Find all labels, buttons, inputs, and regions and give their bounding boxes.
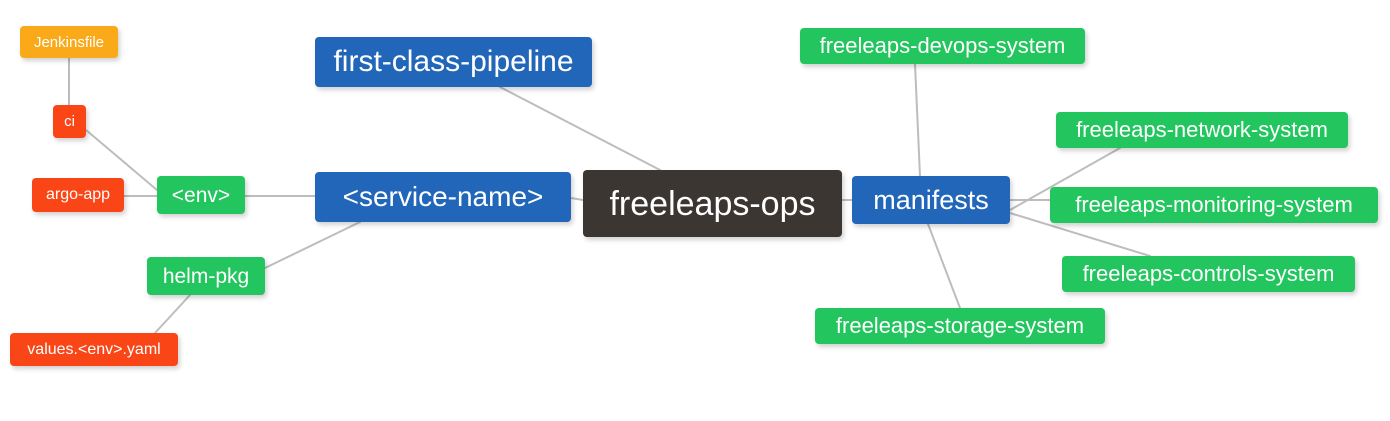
mindmap-node-freeleaps-devops-system[interactable]: freeleaps-devops-system: [800, 28, 1085, 64]
node-label-first-class-pipeline: first-class-pipeline: [333, 45, 574, 78]
mindmap-node-manifests[interactable]: manifests: [852, 176, 1010, 224]
node-label-env: <env>: [171, 183, 231, 207]
node-label-freeleaps-ops: freeleaps-ops: [609, 184, 816, 223]
mindmap-node-ci[interactable]: ci: [53, 105, 86, 138]
edge-manifests-to-freeleaps-storage-system: [927, 223, 961, 309]
node-label-freeleaps-controls-system: freeleaps-controls-system: [1082, 261, 1335, 286]
mindmap-node-helm-pkg[interactable]: helm-pkg: [147, 257, 265, 295]
mindmap-node-first-class-pipeline[interactable]: first-class-pipeline: [315, 37, 592, 87]
node-label-values-yaml: values.<env>.yaml: [27, 340, 161, 358]
node-label-freeleaps-devops-system: freeleaps-devops-system: [819, 33, 1066, 58]
node-label-service-name: <service-name>: [342, 181, 544, 212]
node-label-freeleaps-monitoring-system: freeleaps-monitoring-system: [1075, 192, 1353, 217]
mindmap-node-freeleaps-network-system[interactable]: freeleaps-network-system: [1056, 112, 1348, 148]
edge-helm-pkg-to-service-name: [264, 221, 361, 269]
edge-first-class-pipeline-to-freeleaps-ops: [499, 86, 661, 171]
node-label-helm-pkg: helm-pkg: [162, 264, 250, 288]
node-label-manifests: manifests: [873, 184, 989, 215]
edge-values-yaml-to-helm-pkg: [154, 294, 191, 334]
mindmap-node-freeleaps-ops[interactable]: freeleaps-ops: [583, 170, 842, 237]
node-label-ci: ci: [64, 113, 75, 130]
mindmap-node-freeleaps-storage-system[interactable]: freeleaps-storage-system: [815, 308, 1105, 344]
node-label-freeleaps-network-system: freeleaps-network-system: [1076, 117, 1328, 142]
node-label-freeleaps-storage-system: freeleaps-storage-system: [835, 313, 1085, 338]
mindmap-node-freeleaps-controls-system[interactable]: freeleaps-controls-system: [1062, 256, 1355, 292]
edge-service-name-to-freeleaps-ops: [570, 197, 584, 201]
mindmap-node-service-name[interactable]: <service-name>: [315, 172, 571, 222]
node-label-jenkinsfile: Jenkinsfile: [33, 33, 105, 51]
mindmap-node-argo-app[interactable]: argo-app: [32, 178, 124, 212]
node-label-argo-app: argo-app: [45, 186, 111, 203]
mindmap-node-jenkinsfile[interactable]: Jenkinsfile: [20, 26, 118, 58]
mindmap-node-freeleaps-monitoring-system[interactable]: freeleaps-monitoring-system: [1050, 187, 1378, 223]
mindmap-node-env[interactable]: <env>: [157, 176, 245, 214]
edge-manifests-to-freeleaps-devops-system: [914, 63, 921, 177]
mindmap-node-values-yaml[interactable]: values.<env>.yaml: [10, 333, 178, 366]
